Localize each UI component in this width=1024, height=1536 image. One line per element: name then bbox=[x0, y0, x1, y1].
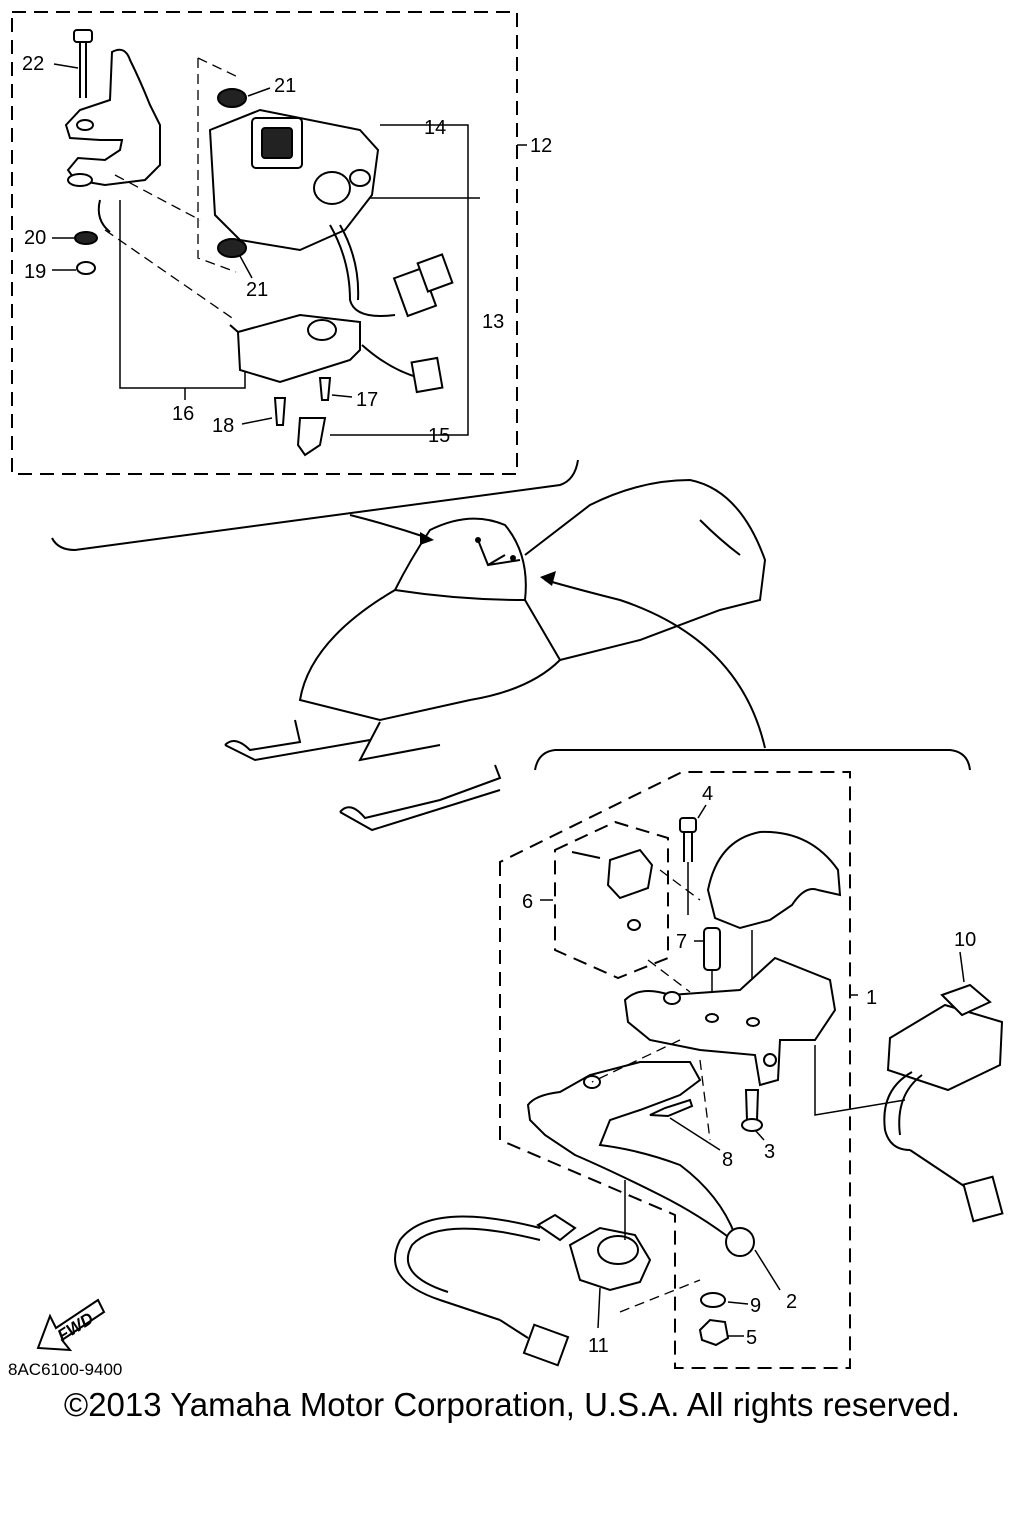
callout-2: 2 bbox=[786, 1291, 797, 1313]
snowmobile-overview bbox=[51, 459, 971, 832]
washer-20 bbox=[74, 231, 98, 245]
callout-10: 10 bbox=[954, 929, 976, 951]
diagram-code: 8AC6100-9400 bbox=[8, 1360, 122, 1379]
callout-8: 8 bbox=[722, 1149, 733, 1171]
sensor-11 bbox=[394, 1180, 652, 1367]
callout-6: 6 bbox=[522, 891, 533, 913]
switch-housing bbox=[208, 108, 454, 318]
callout-1: 1 bbox=[866, 987, 877, 1009]
callout-14: 14 bbox=[424, 117, 446, 139]
callout-11: 11 bbox=[588, 1335, 609, 1357]
nut-5 bbox=[698, 1318, 730, 1347]
upper-assembly-group: 22 21 14 12 20 19 21 13 17 16 18 15 bbox=[11, 11, 552, 475]
connector-10 bbox=[883, 983, 1004, 1223]
callout-9: 9 bbox=[750, 1295, 761, 1317]
subgroup-6-box bbox=[554, 820, 669, 980]
bolt-3 bbox=[744, 1089, 760, 1121]
fwd-arrow-icon: FWD bbox=[36, 1298, 106, 1352]
callout-15: 15 bbox=[428, 425, 450, 447]
callout-20: 20 bbox=[24, 227, 46, 249]
callout-4: 4 bbox=[702, 783, 713, 805]
callout-16: 16 bbox=[172, 403, 194, 425]
callout-22: 22 bbox=[22, 53, 44, 75]
upper-callout-bracket bbox=[51, 459, 579, 552]
lower-pointer-arrow bbox=[544, 579, 766, 749]
callout-21-top: 21 bbox=[274, 75, 296, 97]
callout-7: 7 bbox=[676, 931, 687, 953]
screw-15 bbox=[296, 417, 327, 457]
callout-3: 3 bbox=[764, 1141, 775, 1163]
copyright-notice: ©2013 Yamaha Motor Corporation, U.S.A. A… bbox=[63, 1386, 961, 1423]
upper-group-box bbox=[11, 11, 518, 475]
callout-18: 18 bbox=[212, 415, 234, 437]
grommet-21-bottom bbox=[217, 238, 247, 258]
lower-callout-bracket bbox=[534, 749, 971, 771]
switch-base bbox=[229, 313, 444, 394]
grommet-21-top bbox=[217, 88, 247, 108]
screw-8 bbox=[649, 1098, 694, 1118]
callout-5: 5 bbox=[746, 1327, 757, 1349]
mount-bracket bbox=[64, 29, 161, 233]
callout-13: 13 bbox=[482, 311, 504, 333]
lower-group-box bbox=[499, 771, 851, 1369]
callout-12: 12 bbox=[530, 135, 552, 157]
screw-17 bbox=[318, 377, 332, 401]
nut-19 bbox=[76, 261, 96, 275]
screw-18 bbox=[273, 397, 287, 426]
callout-17: 17 bbox=[356, 389, 378, 411]
lower-assembly-group: 4 6 7 10 1 8 3 2 9 5 11 bbox=[394, 771, 1004, 1369]
washer-9 bbox=[700, 1292, 726, 1308]
callout-21-bottom: 21 bbox=[246, 279, 268, 301]
upper-pointer-arrow bbox=[349, 514, 429, 539]
callout-19: 19 bbox=[24, 261, 46, 283]
